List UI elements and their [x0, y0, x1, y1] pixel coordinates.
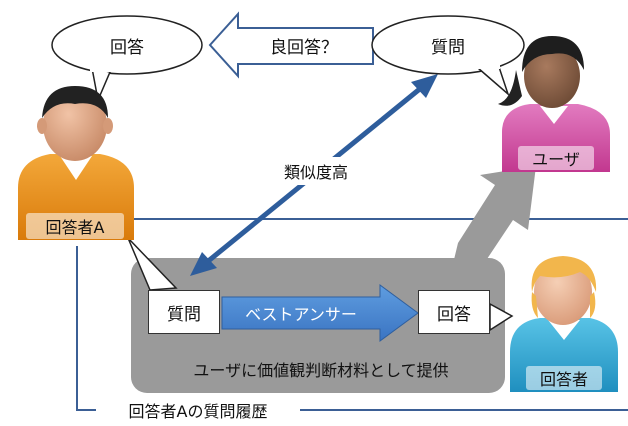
answer-bubble-text: 回答 [110, 37, 144, 58]
answerer-label: 回答者 [526, 366, 602, 390]
answer-box: 回答 [418, 290, 490, 334]
best-answer-arrow [221, 284, 419, 342]
best-answer-label: ベストアンサー [245, 305, 357, 324]
answerer-pointer [489, 302, 514, 332]
answerer-a-label: 回答者A [26, 213, 124, 239]
question-box: 質問 [148, 290, 220, 334]
history-lines [76, 218, 628, 411]
user-label: ユーザ [518, 146, 594, 170]
question-bubble-text: 質問 [431, 37, 465, 58]
answerer-a-pointer [127, 237, 178, 291]
similarity-label: 類似度高 [272, 157, 360, 185]
panel-caption: ユーザに価値観判断材料として提供 [193, 361, 449, 380]
history-label: 回答者Aの質問履歴 [100, 398, 296, 422]
provide-arrow [452, 166, 536, 268]
good-answer-label: 良回答？ [270, 37, 338, 58]
question-speech-bubble [371, 15, 525, 97]
